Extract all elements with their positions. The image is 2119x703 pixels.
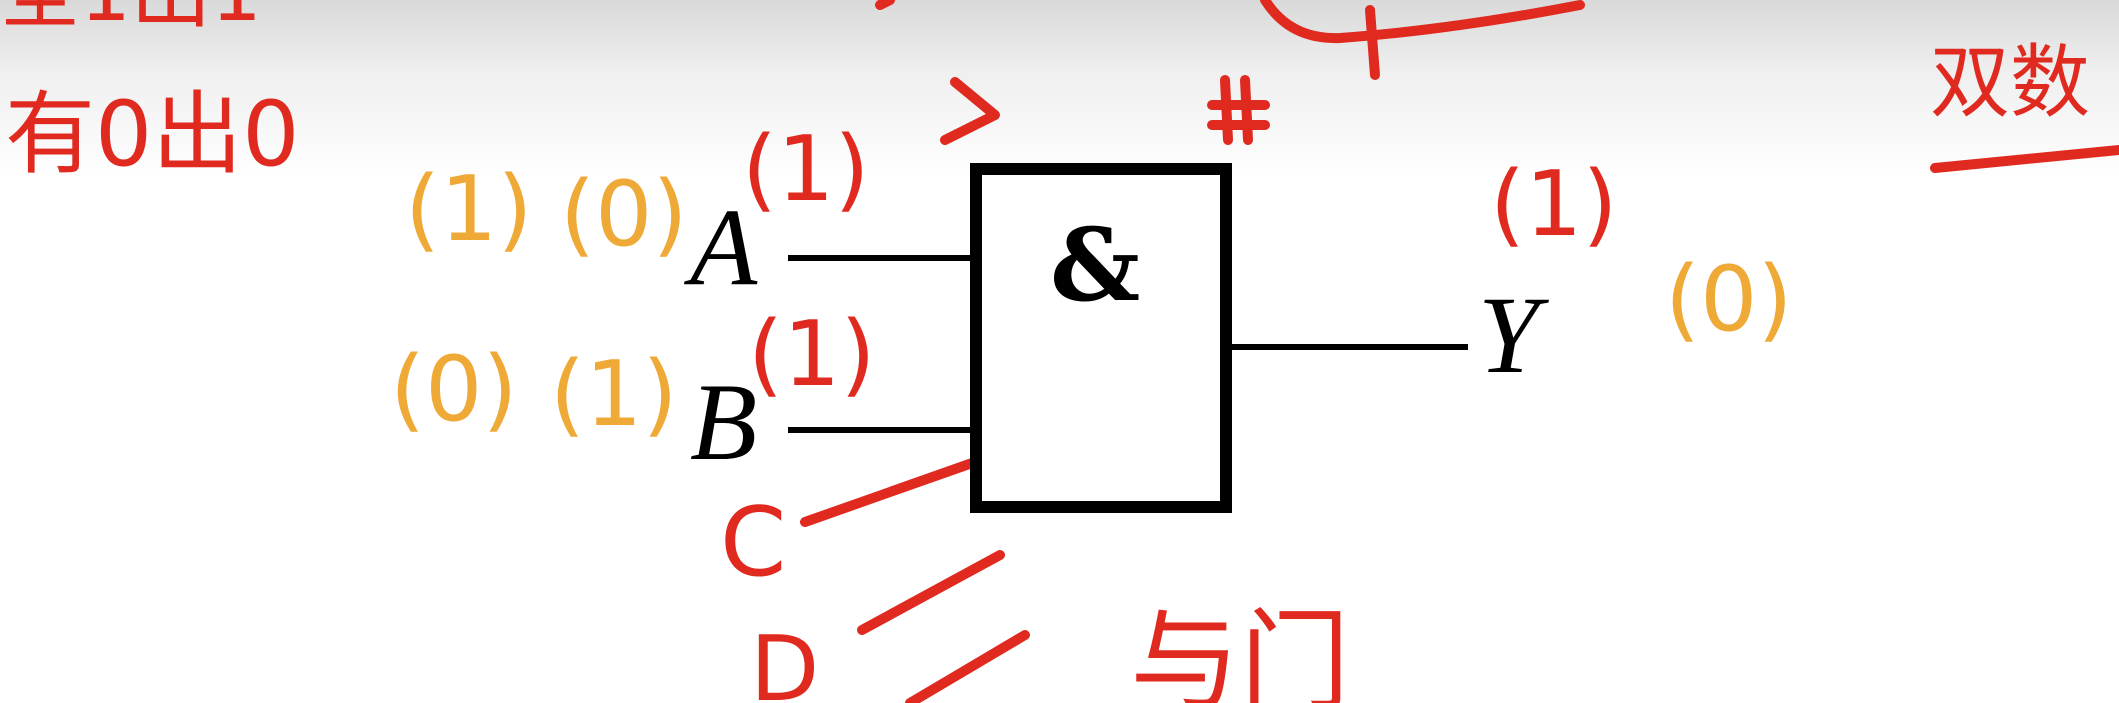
input-b-label: B bbox=[690, 361, 758, 483]
top-vertical-stroke bbox=[1365, 5, 1380, 80]
b-orange-value-2: (1) bbox=[550, 342, 678, 447]
output-y-wire bbox=[1232, 344, 1468, 350]
b-orange-value-1: (0) bbox=[390, 337, 518, 442]
input-arrow-mark bbox=[940, 77, 1000, 145]
output-y-label: Y bbox=[1478, 274, 1540, 396]
a-orange-value-2: (0) bbox=[560, 162, 688, 267]
top-curve-stroke bbox=[1260, 0, 1585, 44]
output-red-value: (1) bbox=[1490, 152, 1618, 257]
a-orange-value-1: (1) bbox=[405, 157, 533, 262]
input-a-wire bbox=[788, 255, 972, 261]
extra-input-c-line bbox=[800, 457, 980, 527]
gate-name: 与门 bbox=[1130, 598, 1350, 703]
and-gate-box bbox=[970, 163, 1232, 513]
rule-line2: 有0出0 bbox=[5, 82, 300, 187]
input-b-red-value: (1) bbox=[748, 302, 876, 407]
extra-input-d-line1 bbox=[857, 550, 1005, 635]
input-a-label: A bbox=[690, 186, 758, 308]
extra-input-d-label: D bbox=[750, 617, 819, 703]
output-hash-mark bbox=[1207, 75, 1270, 145]
input-b-wire bbox=[788, 427, 972, 433]
top-right-underline bbox=[1930, 145, 2119, 173]
extra-input-d-line2 bbox=[905, 630, 1030, 703]
extra-input-c-label: C bbox=[720, 488, 786, 598]
and-gate-symbol: & bbox=[1050, 206, 1141, 324]
output-orange-value: (0) bbox=[1665, 247, 1793, 352]
rule-line1: 全1出1 bbox=[0, 0, 262, 39]
input-a-red-value: (1) bbox=[742, 117, 870, 222]
top-right-text: 双数 bbox=[1930, 36, 2090, 129]
top-dot-stroke bbox=[875, 0, 895, 10]
